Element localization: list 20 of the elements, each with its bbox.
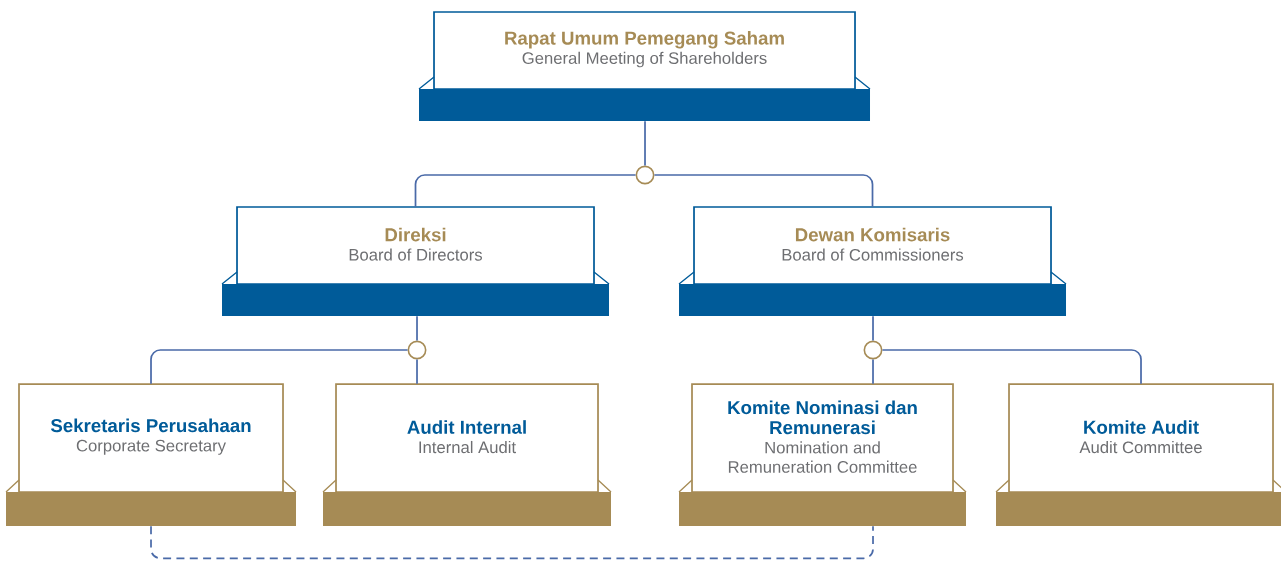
connector-line [872, 358, 874, 385]
org-box: Rapat Umum Pemegang Saham General Meeting of Shareholders [418, 11, 871, 121]
org-box: Direksi Board of Directors [221, 206, 610, 316]
connector-line [881, 349, 1142, 385]
connector-line [653, 174, 874, 208]
org-box: Dewan Komisaris Board of Commissioners [678, 206, 1067, 316]
connector-line [644, 120, 646, 167]
org-box: Sekretaris Perusahaan Corporate Secretary [5, 383, 297, 526]
connector-line [872, 315, 874, 342]
org-box: Komite Audit Audit Committee [995, 383, 1281, 526]
connector-line [150, 525, 874, 560]
org-box: Komite Nominasi dan Remunerasi Nomination and Remuneration Committee [678, 383, 967, 526]
junction-circle [863, 340, 883, 360]
connector-line [416, 315, 418, 342]
connector-line [150, 349, 409, 385]
junction-circle [635, 165, 655, 185]
connector-line [414, 174, 637, 208]
connector-line [416, 358, 418, 385]
junction-circle [407, 340, 427, 360]
org-box: Audit Internal Internal Audit [322, 383, 612, 526]
